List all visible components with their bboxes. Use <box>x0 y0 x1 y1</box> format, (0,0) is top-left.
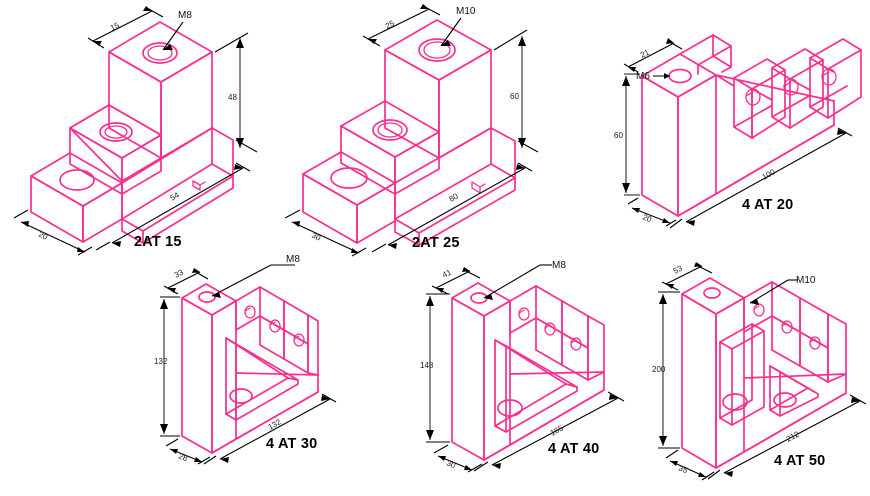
dim-value-25: 25 <box>384 19 396 31</box>
figure-4at50: 53 M10 200 35 212 4 AT 50 <box>640 250 870 496</box>
dim-value-20: 20 <box>37 230 49 242</box>
dim-value-132-h: 132 <box>154 357 168 366</box>
dim-value-60: 60 <box>614 131 623 140</box>
dim-value-54: 54 <box>169 190 182 203</box>
label-m6: M6 <box>636 71 650 82</box>
part-geometry-4at40 <box>451 282 605 461</box>
figure-2at15: 15 M8 48 54 20 2AT 15 <box>0 0 290 260</box>
dim-value-15: 15 <box>109 21 121 33</box>
dim-value-33: 33 <box>173 267 186 279</box>
dimensions-4at50: 53 M10 200 35 212 <box>652 262 867 481</box>
caption-4at50: 4 AT 50 <box>774 453 825 469</box>
label-m10: M10 <box>456 6 476 17</box>
label-m8: M8 <box>286 254 300 265</box>
dim-value-20: 20 <box>641 213 653 225</box>
figure-4at20: 21 M6 60 20 100 4 AT 20 <box>600 10 870 250</box>
caption-4at20: 4 AT 20 <box>742 197 793 213</box>
dimensions-2at15: 15 M8 48 54 20 <box>13 6 258 256</box>
part-geometry-2at15 <box>30 21 234 244</box>
dim-value-30: 30 <box>310 231 322 243</box>
label-m8: M8 <box>552 260 566 271</box>
dim-value-60: 60 <box>510 92 519 101</box>
dim-value-41: 41 <box>441 267 454 279</box>
dim-value-148: 148 <box>420 361 434 370</box>
dim-value-28: 28 <box>177 452 189 464</box>
part-geometry-2at25 <box>302 19 516 246</box>
dim-value-200: 200 <box>652 365 666 374</box>
dimensions-2at25: 25 M10 60 80 30 <box>284 4 539 257</box>
caption-4at30: 4 AT 30 <box>266 436 317 452</box>
label-m10: M10 <box>796 275 816 286</box>
figure-4at30: 33 M8 132 28 132 4 AT 30 <box>130 250 365 496</box>
part-geometry-4at50 <box>681 277 847 469</box>
dim-value-21: 21 <box>639 47 652 59</box>
part-geometry-4at30 <box>181 283 319 454</box>
dim-value-30: 30 <box>445 459 457 471</box>
caption-2at25: 2AT 25 <box>412 235 460 251</box>
label-m8: M8 <box>178 10 192 21</box>
dim-value-80: 80 <box>448 191 461 204</box>
dim-value-48: 48 <box>228 93 237 102</box>
dim-value-53: 53 <box>672 263 685 275</box>
dim-value-165: 165 <box>549 423 565 437</box>
dim-value-35: 35 <box>677 464 689 476</box>
caption-4at40: 4 AT 40 <box>548 441 599 457</box>
part-geometry-4at20 <box>641 34 862 217</box>
dimensions-4at20: 21 M6 60 20 100 <box>614 38 853 229</box>
figure-2at25: 25 M10 60 80 30 2AT 25 <box>275 0 570 260</box>
figure-4at40: 41 M8 148 30 165 4 AT 40 <box>400 250 655 496</box>
dim-value-100: 100 <box>761 167 778 182</box>
caption-2at15: 2AT 15 <box>134 234 182 250</box>
dim-value-212: 212 <box>785 429 801 443</box>
dimensions-4at40: 41 M8 148 30 165 <box>420 260 625 473</box>
